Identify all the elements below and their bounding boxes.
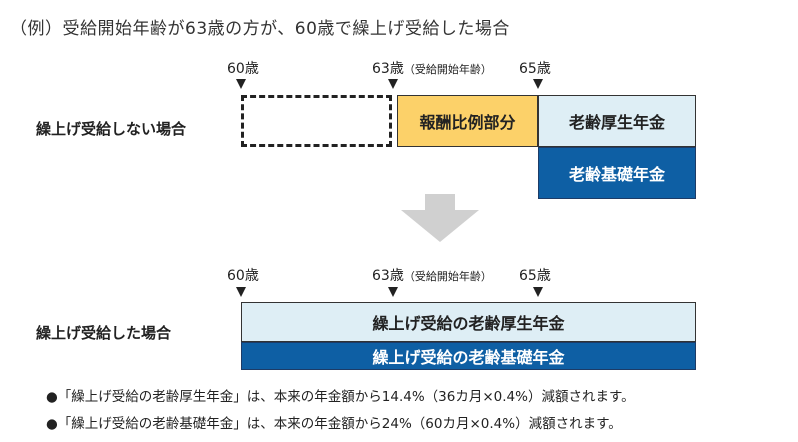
top-tick-65-label: 65歳 — [519, 61, 551, 77]
bottom-tick-63-age: 63歳 — [372, 268, 404, 284]
top-tick-60-label: 60歳 — [227, 61, 259, 77]
note-employees-pension-reduction: ●「繰上げ受給の老齢厚生年金」は、本来の年金額から14.4%（36カ月×0.4%… — [46, 389, 635, 405]
early-basic-pension-box: 繰上げ受給の老齢基礎年金 — [241, 342, 696, 370]
bottom-row-label: 繰上げ受給した場合 — [36, 324, 172, 342]
top-tick-63-note: （受給開始年齢） — [403, 63, 492, 76]
top-row-label: 繰上げ受給しない場合 — [36, 120, 187, 138]
top-tick-63-marker-icon — [388, 79, 398, 89]
down-arrow-icon — [401, 194, 479, 242]
bottom-tick-65-marker-icon — [533, 287, 543, 297]
employees-pension-box: 老齢厚生年金 — [538, 95, 696, 147]
note-basic-pension-reduction: ●「繰上げ受給の老齢基礎年金」は、本来の年金額から24%（60カ月×0.4%）減… — [46, 416, 622, 432]
bottom-tick-63-note: （受給開始年齢） — [403, 270, 492, 283]
remuneration-proportional-box: 報酬比例部分 — [397, 95, 538, 147]
early-employees-pension-box: 繰上げ受給の老齢厚生年金 — [241, 302, 696, 342]
top-tick-63-age: 63歳 — [372, 61, 404, 77]
diagram-title: （例）受給開始年齢が63歳の方が、60歳で繰上げ受給した場合 — [10, 19, 510, 39]
bottom-tick-60-label: 60歳 — [227, 268, 259, 284]
top-no-pension-period — [241, 95, 392, 147]
top-tick-63-label: 63歳（受給開始年齢） — [372, 58, 492, 78]
bottom-tick-63-marker-icon — [388, 287, 398, 297]
bottom-tick-63-label: 63歳（受給開始年齢） — [372, 265, 492, 285]
bottom-tick-60-marker-icon — [236, 287, 246, 297]
basic-pension-box: 老齢基礎年金 — [538, 147, 696, 199]
top-tick-60-marker-icon — [236, 79, 246, 89]
bottom-tick-65-label: 65歳 — [519, 268, 551, 284]
top-tick-65-marker-icon — [533, 79, 543, 89]
